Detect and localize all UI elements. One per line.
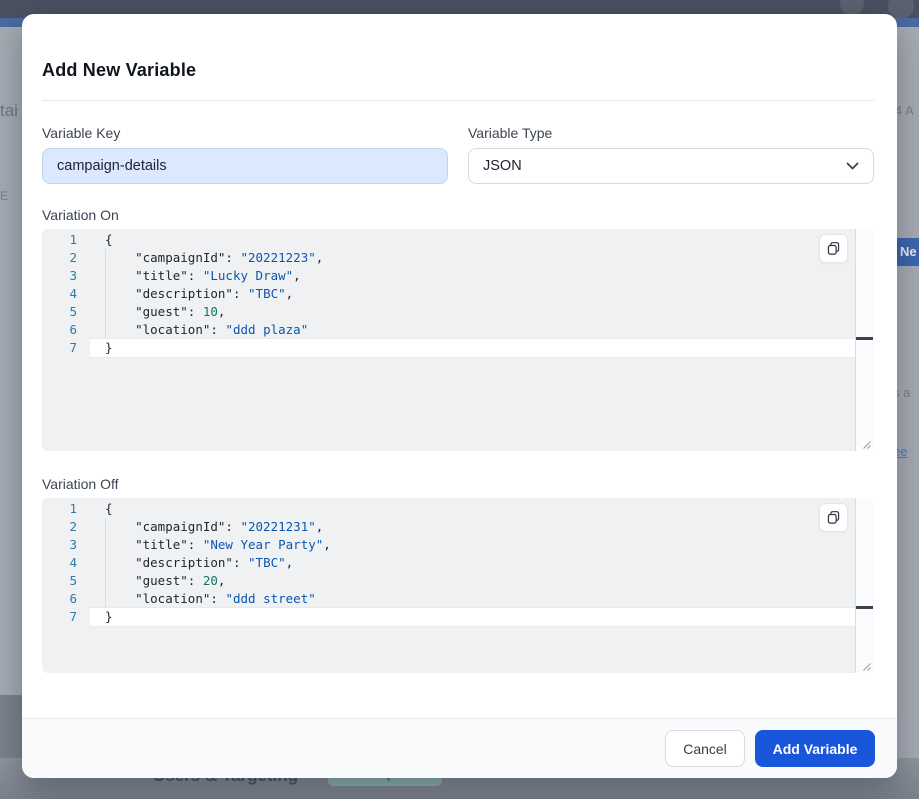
indent-guide [105,518,106,608]
indent-guide [105,249,106,339]
avatar [888,0,914,18]
copy-button[interactable] [819,234,848,263]
add-variable-button[interactable]: Add Variable [755,730,875,767]
scrollbar-gutter[interactable] [855,229,874,451]
resize-handle-icon[interactable] [861,660,872,671]
code-line[interactable]: 4 "description": "TBC", [42,554,874,572]
variable-type-select[interactable]: JSON [468,148,874,184]
line-number: 3 [69,537,77,552]
code-line[interactable]: 6 "location": "ddd street" [42,590,874,608]
variable-key-label: Variable Key [42,125,121,141]
line-number: 5 [69,573,77,588]
code-lines[interactable]: 1{2 "campaignId": "20221223",3 "title": … [42,229,874,357]
variable-key-input[interactable] [42,148,448,184]
background-clipped-text: s a [893,385,911,400]
line-number: 4 [69,555,77,570]
background-section-edge [0,695,26,758]
line-number: 2 [69,519,77,534]
code-line[interactable]: 1{ [42,231,874,249]
code-lines[interactable]: 1{2 "campaignId": "20221231",3 "title": … [42,498,874,626]
line-number: 7 [69,609,77,624]
line-number: 6 [69,591,77,606]
line-number: 1 [69,232,77,247]
resize-handle-icon[interactable] [861,438,872,449]
code-line[interactable]: 7} [42,339,874,357]
variation-off-label: Variation Off [42,476,119,492]
line-number: 1 [69,501,77,516]
copy-button[interactable] [819,503,848,532]
code-line[interactable]: 5 "guest": 10, [42,303,874,321]
line-number: 3 [69,268,77,283]
chevron-down-icon [846,162,859,170]
variation-on-label: Variation On [42,207,119,223]
line-number: 4 [69,286,77,301]
code-line[interactable]: 2 "campaignId": "20221231", [42,518,874,536]
modal-footer: Cancel Add Variable [22,718,897,778]
code-line[interactable]: 3 "title": "New Year Party", [42,536,874,554]
variation-on-editor[interactable]: 1{2 "campaignId": "20221223",3 "title": … [42,229,874,451]
code-line[interactable]: 3 "title": "Lucky Draw", [42,267,874,285]
add-variable-modal: Add New Variable Variable Key Variable T… [22,14,897,778]
modal-title: Add New Variable [42,60,197,80]
code-line[interactable]: 4 "description": "TBC", [42,285,874,303]
variable-type-label: Variable Type [468,125,553,141]
code-line[interactable]: 1{ [42,500,874,518]
code-line[interactable]: 2 "campaignId": "20221223", [42,249,874,267]
cursor-overview-mark [856,337,873,340]
code-line[interactable]: 6 "location": "ddd plaza" [42,321,874,339]
divider [42,100,875,101]
background-clipped-text: E [0,189,9,203]
cancel-button[interactable]: Cancel [665,730,745,767]
background-clipped-text: 4 A [895,103,914,118]
line-number: 5 [69,304,77,319]
code-line[interactable]: 5 "guest": 20, [42,572,874,590]
variation-off-editor[interactable]: 1{2 "campaignId": "20221231",3 "title": … [42,498,874,673]
line-number: 2 [69,250,77,265]
code-line[interactable]: 7} [42,608,874,626]
background-clipped-button: Ne [895,238,919,266]
background-top-bar [0,0,919,18]
scrollbar-gutter[interactable] [855,498,874,673]
avatar [840,0,864,15]
line-number: 7 [69,340,77,355]
copy-icon [826,241,841,256]
variable-type-value: JSON [483,158,522,174]
line-number: 6 [69,322,77,337]
background-clipped-heading: tai [0,101,18,120]
copy-icon [826,510,841,525]
cursor-overview-mark [856,606,873,609]
